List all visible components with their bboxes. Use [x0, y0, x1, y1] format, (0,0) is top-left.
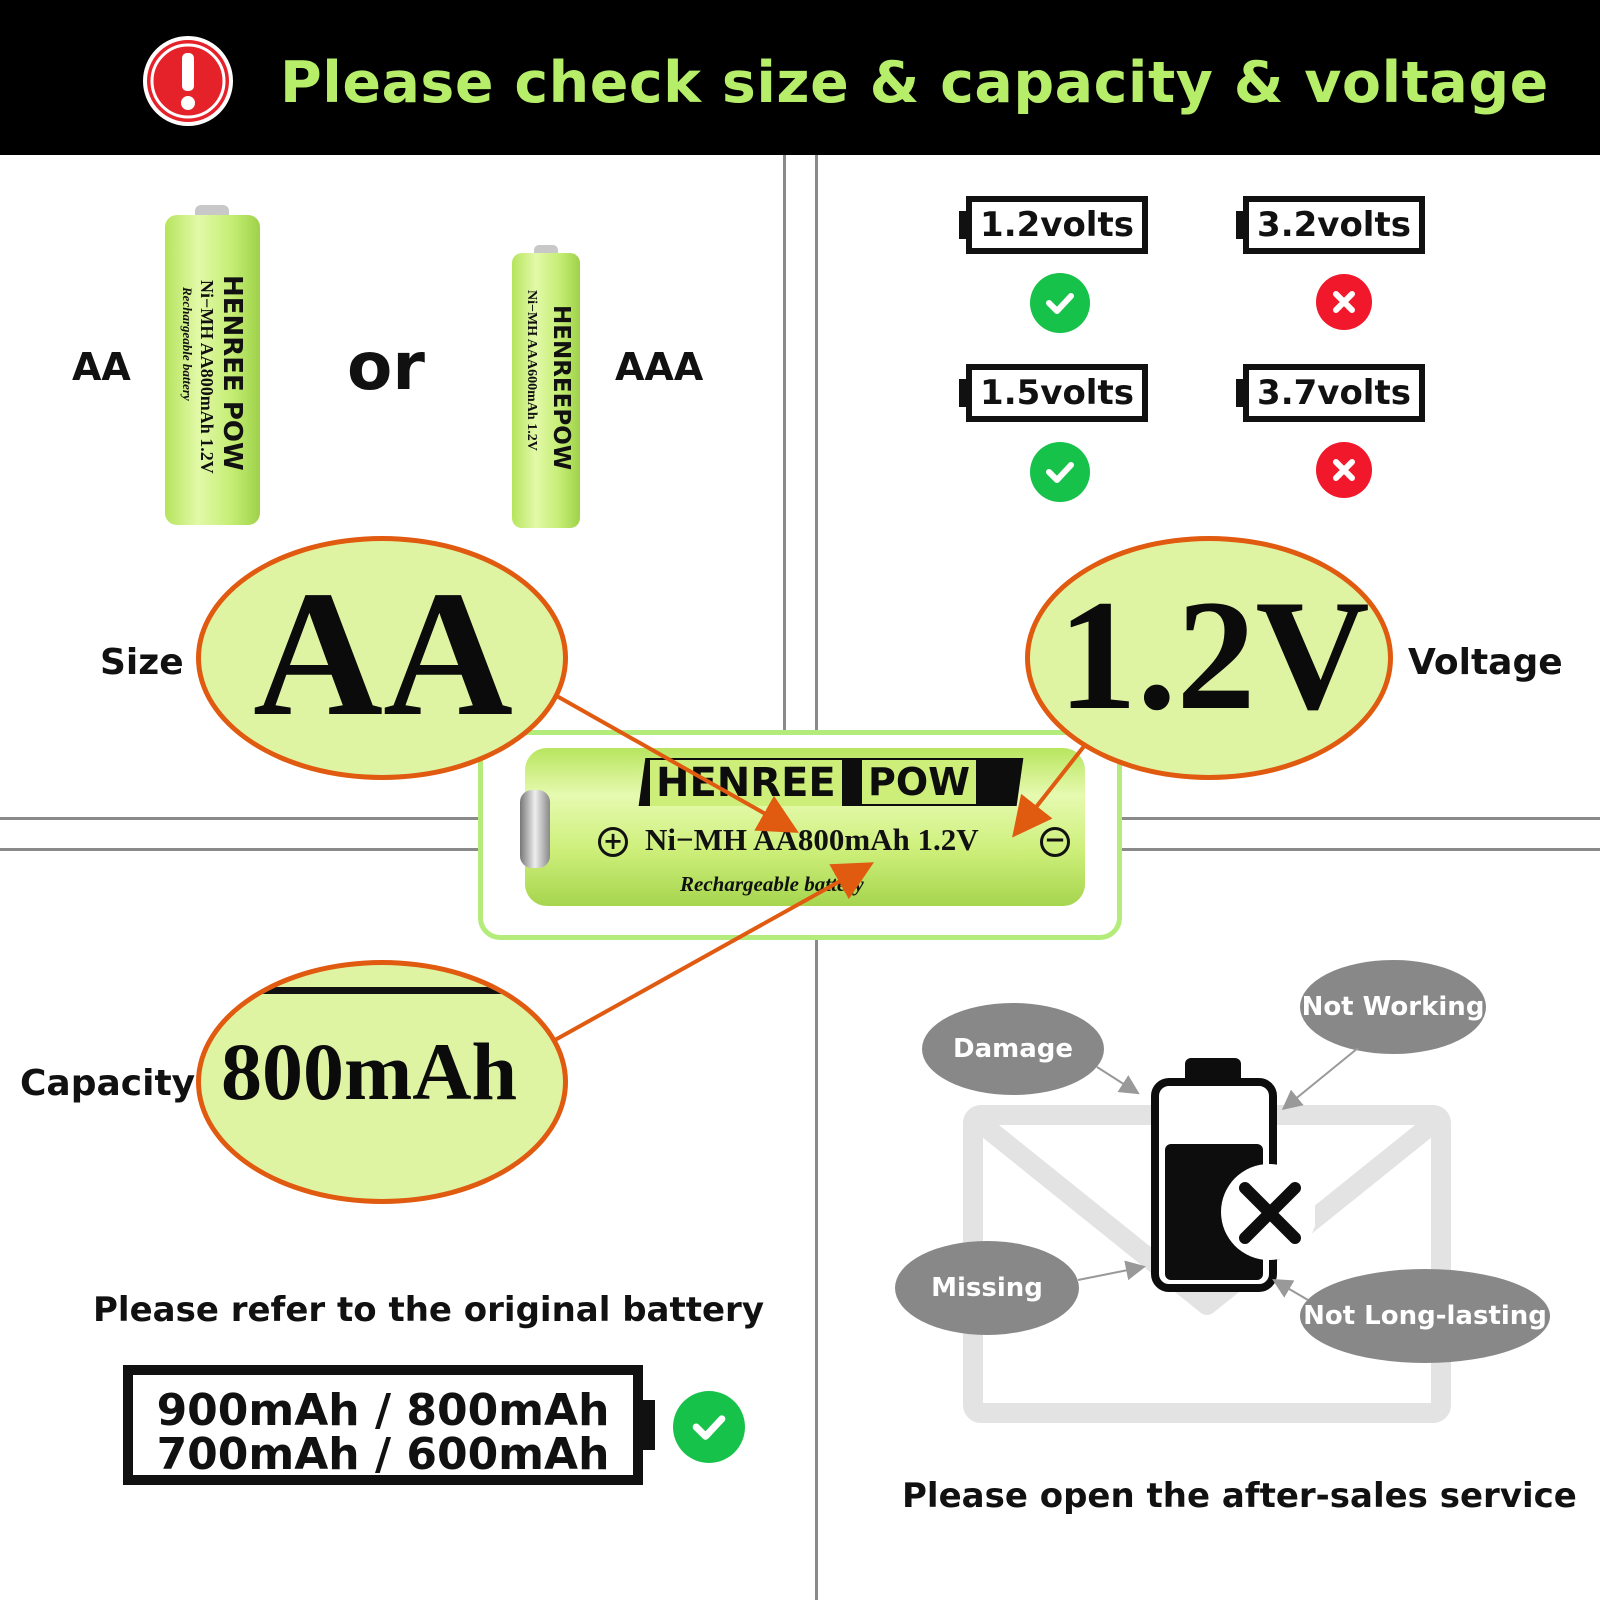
not-working-bubble: Not Working — [1300, 960, 1486, 1054]
service-footer: Please open the after-sales service — [902, 1476, 1577, 1516]
capacity-zoom-ellipse: 800mAh — [196, 960, 568, 1204]
aaa-label: AAA — [615, 345, 704, 389]
divider-vertical-bottom — [815, 940, 818, 1600]
header-banner — [0, 0, 1600, 155]
divider-vertical-right — [815, 155, 818, 730]
check-icon — [673, 1391, 745, 1463]
aa-label: AA — [72, 345, 131, 389]
capacity-battery-cap — [643, 1400, 655, 1450]
capacity-line-1: 900mAh / 800mAh — [156, 1385, 610, 1436]
check-icon — [1030, 442, 1090, 502]
damage-bubble: Damage — [922, 1003, 1104, 1095]
size-zoom-ellipse: AA — [196, 536, 568, 780]
divider-horizontal-bottom — [0, 848, 478, 851]
voltage-box-2-cap — [1236, 211, 1246, 239]
divider-vertical-left — [783, 155, 786, 730]
cross-icon — [1316, 442, 1372, 498]
voltage-zoom-text: 1.2V — [1058, 568, 1370, 743]
capacity-battery-box: 900mAh / 800mAh 700mAh / 600mAh — [123, 1365, 643, 1485]
capacity-zoom-text: 800mAh — [221, 1026, 518, 1117]
not-long-lasting-bubble: Not Long-lasting — [1300, 1269, 1550, 1363]
broken-battery-icon — [1151, 1058, 1315, 1292]
capacity-heading: Please refer to the original battery — [93, 1290, 764, 1330]
exclamation-icon — [143, 36, 233, 126]
size-arrow — [554, 693, 799, 833]
size-zoom-text: AA — [253, 554, 513, 753]
voltage-zoom-ellipse: 1.2V — [1025, 536, 1393, 780]
voltage-arrow — [1012, 743, 1087, 838]
cross-icon — [1316, 274, 1372, 330]
voltage-caption: Voltage — [1408, 642, 1563, 683]
capacity-arrow — [554, 862, 874, 1042]
battery-terminal — [520, 790, 550, 868]
check-icon — [1030, 273, 1090, 333]
capacity-line-2: 700mAh / 600mAh — [156, 1429, 610, 1480]
divider-horizontal-top — [0, 817, 478, 820]
aaa-battery-image: HENREEPOW Ni−MH AAA600mAh 1.2V — [512, 245, 580, 530]
voltage-option-1.2: 1.2volts — [966, 196, 1148, 254]
capacity-caption: Capacity — [20, 1063, 196, 1104]
center-battery-brand-right: POW — [862, 760, 977, 804]
page-title: Please check size & capacity & voltage — [280, 50, 1549, 116]
voltage-option-3.7: 3.7volts — [1243, 364, 1425, 422]
voltage-option-3.2: 3.2volts — [1243, 196, 1425, 254]
or-label: or — [347, 328, 425, 405]
divider-horizontal-bottom-right — [1122, 848, 1600, 851]
aa-battery-image: HENREE POW Ni−MH AA800mAh 1.2V Rechargea… — [165, 205, 260, 525]
plus-icon: + — [598, 827, 628, 857]
voltage-box-3-cap — [959, 379, 969, 407]
center-battery-spec: Ni−MH AA800mAh 1.2V — [645, 822, 979, 857]
missing-bubble: Missing — [895, 1241, 1079, 1335]
voltage-option-1.5: 1.5volts — [966, 364, 1148, 422]
divider-horizontal-top-right — [1122, 817, 1600, 820]
voltage-box-1-cap — [959, 211, 969, 239]
size-caption: Size — [100, 642, 184, 683]
voltage-box-4-cap — [1236, 379, 1246, 407]
